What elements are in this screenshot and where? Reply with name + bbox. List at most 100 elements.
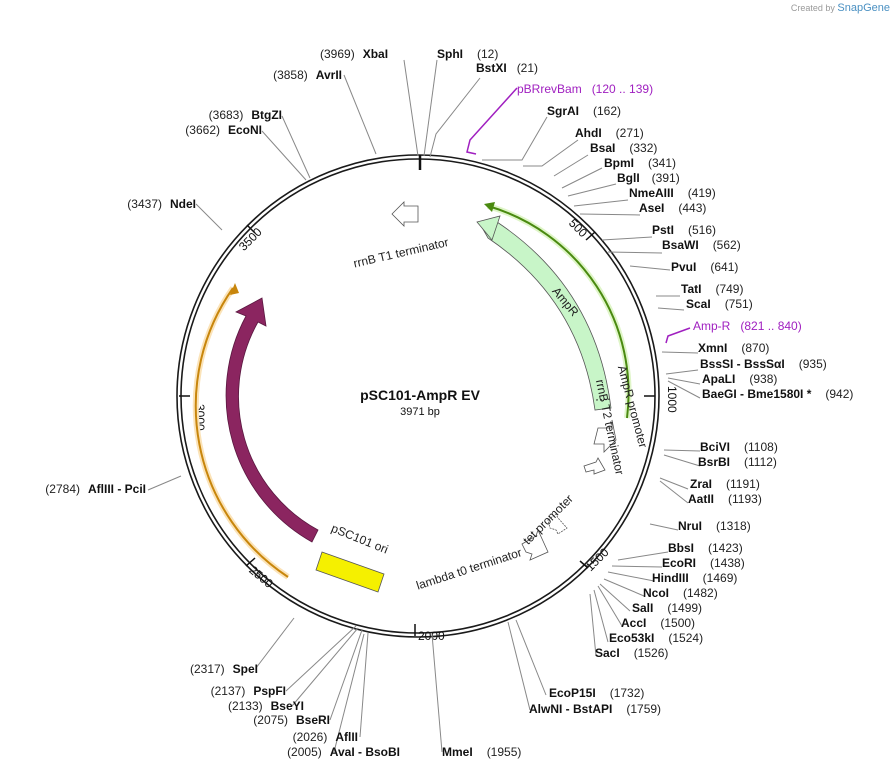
enzyme-name-alwni: AlwNI - BstAPI: [529, 702, 612, 716]
ampr-feature[interactable]: [479, 221, 612, 411]
snapgene-logo-text: SnapGene: [837, 2, 890, 14]
enzyme-pos-bstxi: (21): [517, 61, 538, 75]
svg-text:BsaI(332): BsaI (332): [590, 141, 657, 155]
svg-text:ZraI(1191): ZraI(1191): [690, 477, 760, 491]
enzyme-pos-sgrai: (162): [593, 104, 621, 118]
lambda-t0-feature[interactable]: [521, 528, 549, 561]
snapgene-branding: Created by SnapGene: [791, 2, 890, 14]
psc101-ori-label: pSC101 ori: [329, 521, 390, 556]
ampr-promoter-boundary: [595, 398, 613, 401]
enzyme-pos-hindiii: (1469): [703, 571, 738, 585]
plasmid-length: 3971 bp: [400, 406, 440, 418]
ampr-track: [487, 205, 630, 419]
psc101-ori-feature[interactable]: [315, 551, 385, 593]
tick-label-500: 500: [566, 216, 590, 240]
rrnb-t2-feature[interactable]: [583, 457, 606, 475]
enzyme-name-sgrai: SgrAI: [547, 104, 579, 118]
svg-text:TatI(749): TatI(749): [681, 282, 743, 296]
enzyme-name-acci: AccI: [621, 616, 646, 630]
amp-r-primer-marker: [665, 327, 691, 344]
tick-label-3500: 3500: [236, 225, 265, 254]
enzyme-pos-bpmi: (341): [648, 156, 676, 170]
tet-promoter-feature[interactable]: [547, 513, 568, 535]
svg-text:EcoRI(1438): EcoRI(1438): [662, 556, 745, 570]
enzyme-labels-right: (3969)XbaI SphI(12) BstXI(21) pBRrevBam(…: [320, 47, 853, 759]
rrnb-t1-feature[interactable]: [391, 201, 419, 227]
svg-text:Amp-R(821 .. 840): Amp-R(821 .. 840): [693, 319, 802, 333]
enzyme-name-bseyi: BseYI: [271, 699, 304, 713]
enzyme-name-xmni: XmnI: [698, 341, 727, 355]
rep101-feature[interactable]: [225, 297, 319, 543]
enzyme-pos-asei: (443): [678, 201, 706, 215]
svg-text:EcoP15I(1732): EcoP15I(1732): [549, 686, 644, 700]
enzyme-pos-ecori: (1438): [710, 556, 745, 570]
enzyme-pos-bsrbi: (1112): [744, 455, 777, 469]
enzyme-name-nrui: NruI: [678, 519, 702, 533]
enzyme-name-apali: ApaLI: [702, 372, 735, 386]
pbrrevbam-primer-marker: [466, 87, 518, 155]
enzyme-pos-bsai: (332): [629, 141, 657, 155]
enzyme-pos-ndei: (3437): [127, 197, 162, 211]
svg-text:NruI(1318): NruI(1318): [678, 519, 751, 533]
enzyme-name-zrai: ZraI: [690, 477, 712, 491]
enzyme-name-ecop15i: EcoP15I: [549, 686, 596, 700]
enzyme-name-saci: SacI: [595, 646, 620, 660]
enzyme-name-hindiii: HindIII: [652, 571, 689, 585]
enzyme-name-xbai: XbaI: [363, 47, 388, 61]
enzyme-name-afliii: AflIII - PciI: [88, 482, 146, 496]
enzyme-pos-pvui: (641): [710, 260, 738, 274]
enzyme-name-bsai: BsaI: [590, 141, 615, 155]
svg-text:SphI(12): SphI(12): [437, 47, 498, 61]
svg-text:PvuI(641): PvuI(641): [671, 260, 738, 274]
svg-text:(2026)AflII: (2026) AflII: [293, 730, 358, 744]
svg-text:BglI(391): BglI(391): [617, 171, 680, 185]
enzyme-pos-eco53ki: (1524): [668, 631, 703, 645]
svg-text:(2133)BseYI: (2133) BseYI: [228, 699, 304, 713]
enzyme-pos-pspfi: (2137): [211, 684, 246, 698]
svg-text:AseI(443): AseI (443): [639, 201, 706, 215]
enzyme-name-econi: EcoNI: [228, 123, 262, 137]
enzyme-pos-bseyi: (2133): [228, 699, 263, 713]
enzyme-name-bsrbi: BsrBI: [698, 455, 730, 469]
primer-name-amp-r: Amp-R: [693, 319, 731, 333]
enzyme-pos-xbai: (3969): [320, 47, 355, 61]
enzyme-name-bbsi: BbsI: [668, 541, 694, 555]
tet-promoter-label: tet promoter: [520, 492, 576, 548]
enzyme-name-sphi: SphI: [437, 47, 463, 61]
enzyme-pos-bgli: (391): [652, 171, 680, 185]
svg-text:BstXI(21): BstXI(21): [476, 61, 538, 75]
enzyme-name-ahdi: AhdI: [575, 126, 602, 140]
tick-label-1500: 1500: [583, 545, 612, 574]
enzyme-name-bpmi: BpmI: [604, 156, 634, 170]
enzyme-name-aflii: AflII: [335, 730, 358, 744]
enzyme-pos-apali: (938): [749, 372, 777, 386]
enzyme-name-asei: AseI: [639, 201, 664, 215]
svg-text:AatII(1193): AatII(1193): [688, 492, 762, 506]
svg-text:MmeI(1955): MmeI(1955): [442, 745, 521, 759]
svg-text:(2005)AvaI - BsoBI: (2005)AvaI - BsoBI: [287, 745, 400, 759]
svg-text:AlwNI - BstAPI(1759): AlwNI - BstAPI(1759): [529, 702, 661, 716]
enzyme-pos-bbsi: (1423): [708, 541, 743, 555]
enzyme-name-sali: SalI: [632, 601, 653, 615]
tick-mark-3500: [246, 224, 256, 234]
svg-text:BciVI(1108): BciVI(1108): [700, 440, 778, 454]
plasmid-name: pSC101-AmpR EV: [360, 387, 480, 403]
svg-text:(3969)XbaI: (3969) XbaI: [320, 47, 388, 61]
enzyme-pos-avai: (2005): [287, 745, 322, 759]
svg-text:AccI(1500): AccI(1500): [621, 616, 695, 630]
enzyme-pos-aflii: (2026): [293, 730, 328, 744]
svg-text:pBRrevBam(120 .. 139): pBRrevBam(120 .. 139): [517, 82, 653, 96]
enzyme-pos-sali: (1499): [667, 601, 702, 615]
svg-text:(3437)NdeI: (3437)NdeI: [127, 197, 196, 211]
enzyme-name-bseri: BseRI: [296, 713, 330, 727]
ampr-promoter-feature[interactable]: [593, 419, 617, 453]
primer-name-pbrrevbam: pBRrevBam: [517, 82, 582, 96]
svg-text:(3683)BtgZI: (3683)BtgZI: [209, 108, 282, 122]
enzyme-name-btgzi: BtgZI: [251, 108, 282, 122]
lambda-t0-label: lambda t0 terminator: [414, 545, 523, 592]
svg-text:(3858)AvrII: (3858)AvrII: [273, 68, 342, 82]
enzyme-pos-nmeaiii: (419): [688, 186, 716, 200]
svg-text:ScaI(751): ScaI(751): [686, 297, 753, 311]
svg-text:BaeGI - Bme1580I *(942): BaeGI - Bme1580I *(942): [702, 387, 853, 401]
